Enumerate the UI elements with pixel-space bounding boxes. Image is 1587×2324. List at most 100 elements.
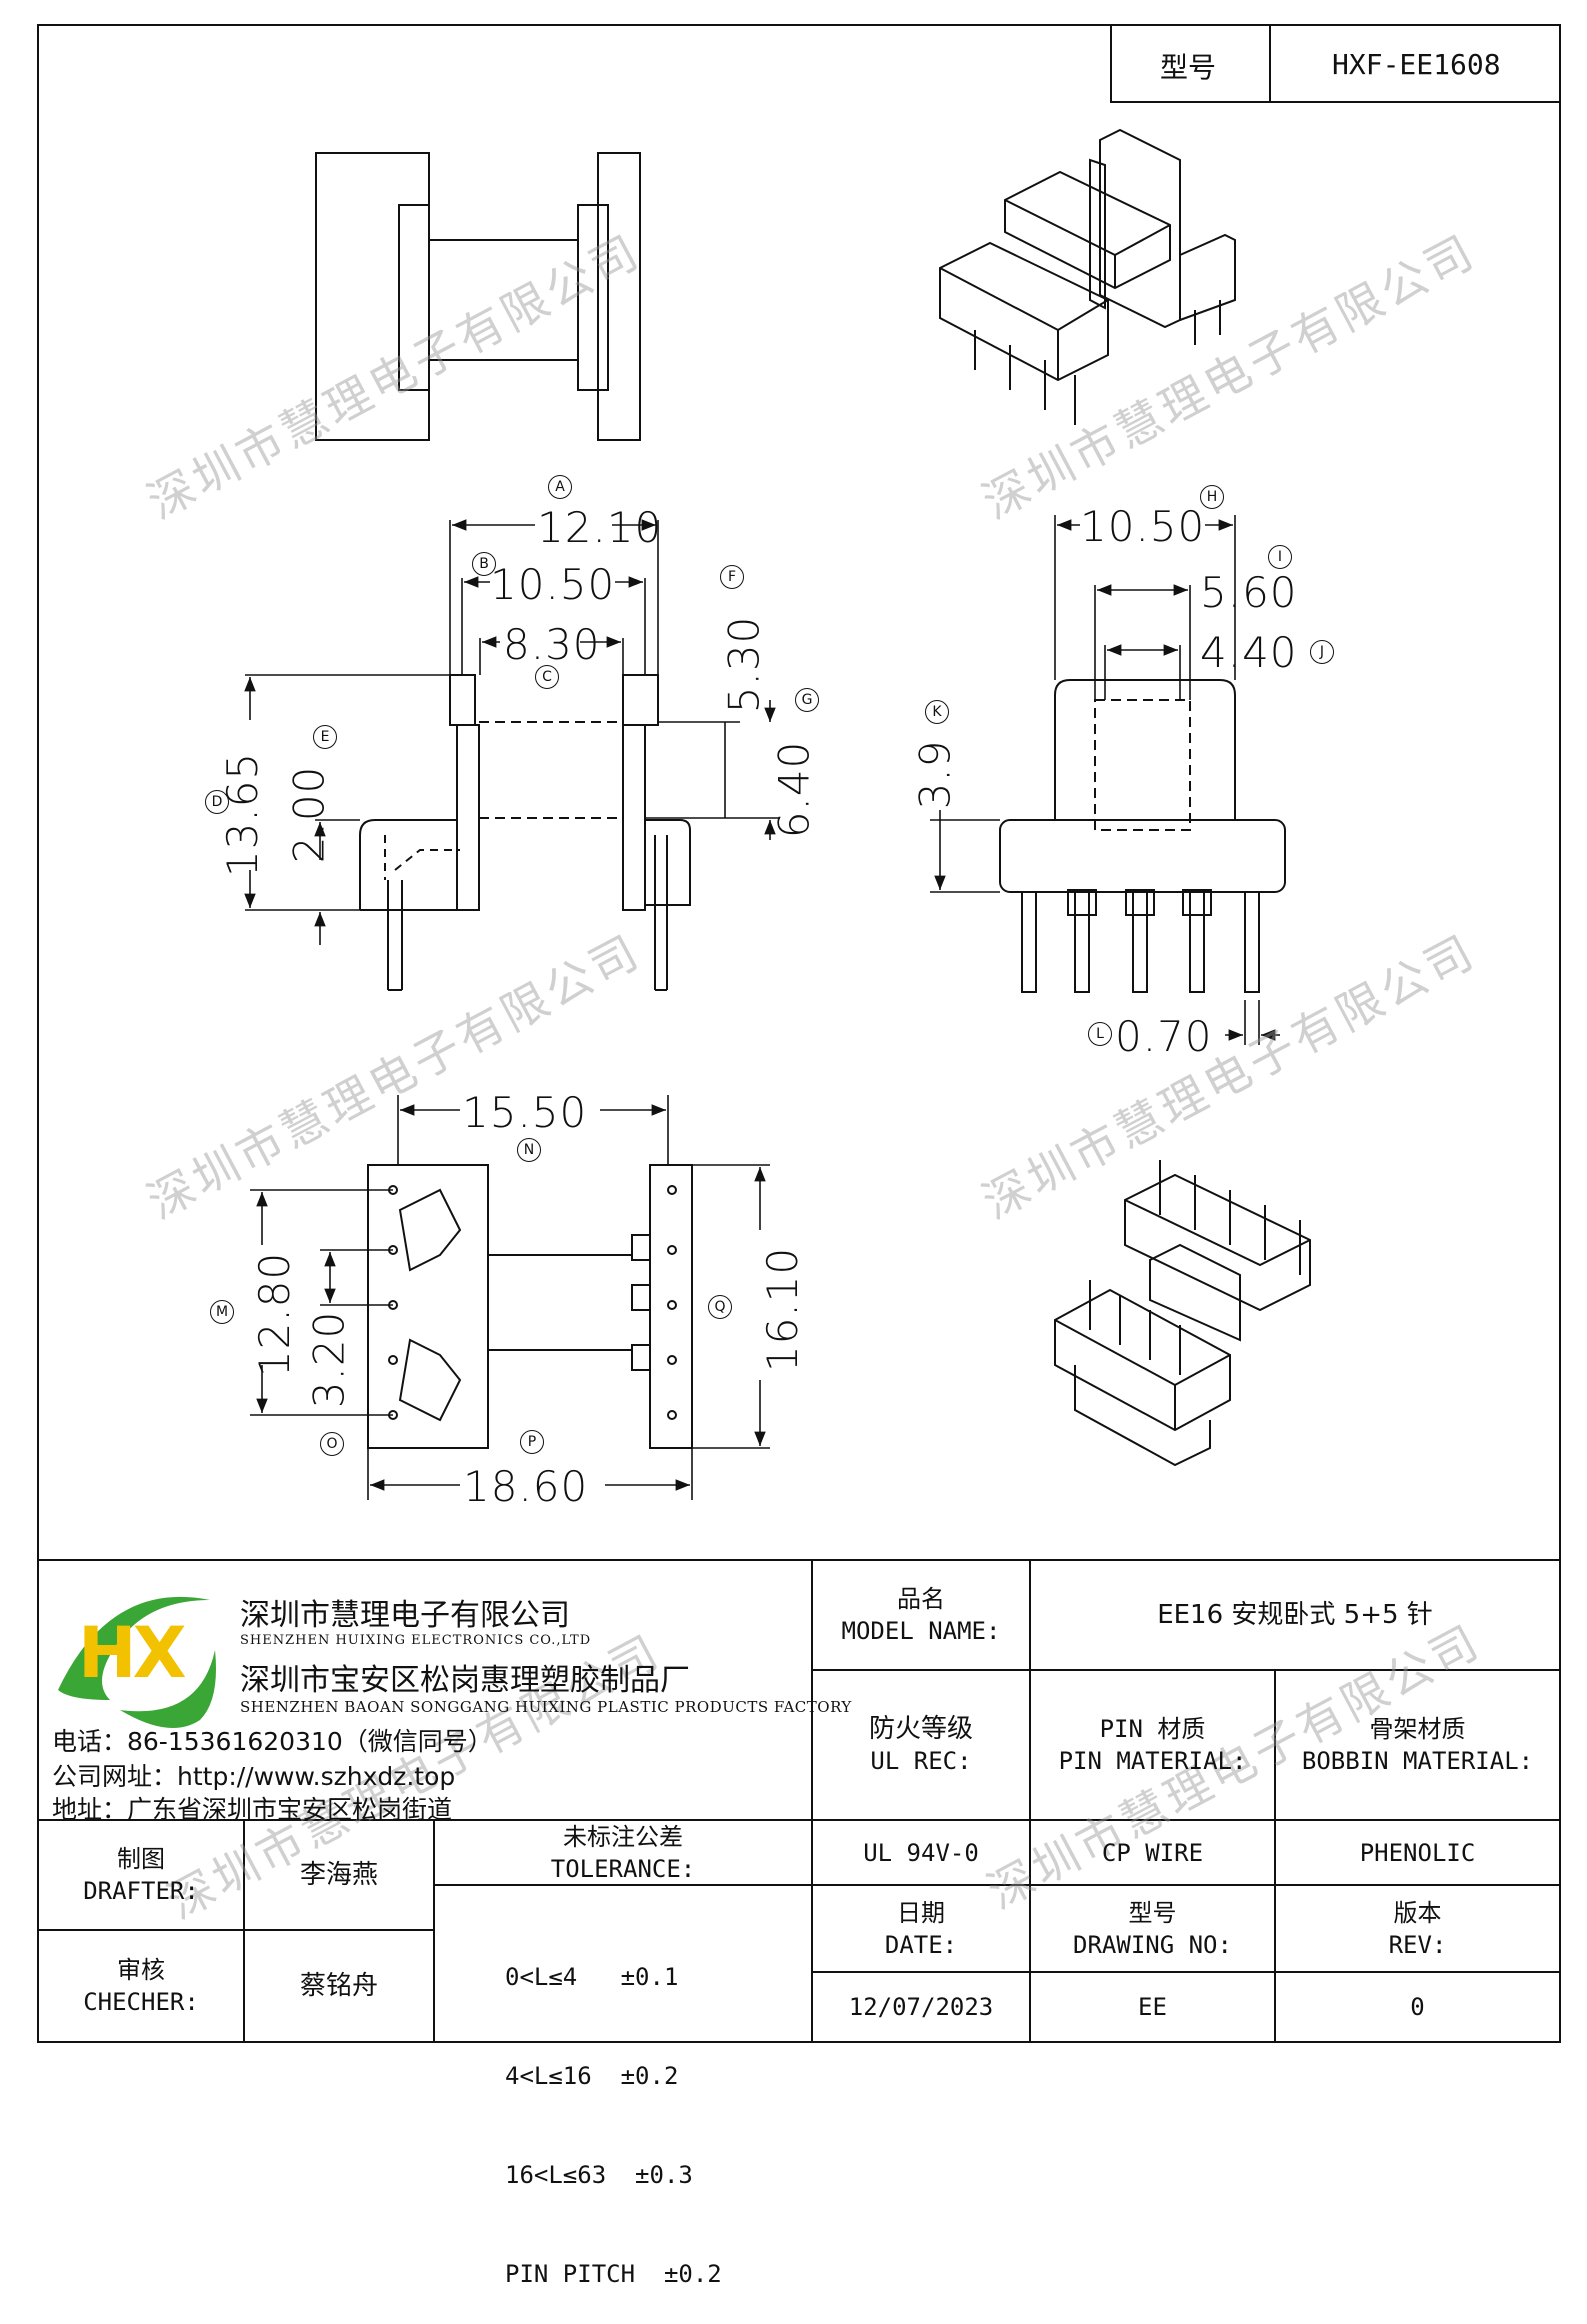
model-label: 型号 xyxy=(1160,51,1217,84)
ul-value: UL 94V-0 xyxy=(812,1820,1030,1885)
drafter-label-cn: 制图 xyxy=(117,1845,165,1873)
drawing-no-value: EE xyxy=(1030,1972,1275,2042)
dim-g-marker: G xyxy=(795,688,819,712)
tolerance-list: 0<L≤4 ±0.1 4<L≤16 ±0.2 16<L≤63 ±0.3 PIN … xyxy=(505,1895,722,2324)
side-view xyxy=(999,679,1286,993)
dim-p-marker: P xyxy=(520,1430,544,1454)
dim-m-value: 12.80 xyxy=(250,1251,300,1378)
drawing-sheet xyxy=(37,24,1561,2043)
tolerance-row: PIN PITCH ±0.2 xyxy=(505,2260,722,2288)
drafter-label-en: DRAFTER: xyxy=(83,1877,199,1905)
date-label-cell: 日期 DATE: xyxy=(812,1885,1030,1972)
ul-label-cell: 防火等级 UL REC: xyxy=(812,1670,1030,1820)
date-value: 12/07/2023 xyxy=(812,1972,1030,2042)
isometric-view-top xyxy=(939,128,1236,425)
dim-i-marker: I xyxy=(1268,545,1292,569)
drawing-no-label-en: DRAWING NO: xyxy=(1073,1930,1232,1959)
rev-label-en: REV: xyxy=(1388,1930,1447,1959)
checker-name-text: 蔡铭舟 xyxy=(299,1971,378,2001)
dim-a-marker: A xyxy=(548,475,572,499)
bobbin-label-cn: 骨架材质 xyxy=(1369,1715,1466,1743)
model-name-label-cn: 品名 xyxy=(897,1585,945,1613)
drafter-name: 李海燕 xyxy=(244,1820,434,1930)
dim-f-value: 5.30 xyxy=(719,615,769,714)
pin-value-text: CP WIRE xyxy=(1101,1838,1204,1867)
factory-name-en: SHENZHEN BAOAN SONGGANG HUIXING PLASTIC … xyxy=(240,1698,852,1716)
dim-e-marker: E xyxy=(313,725,337,749)
company-name-cn: 深圳市慧理电子有限公司 xyxy=(240,1598,570,1633)
company-website: 公司网址：http://www.szhxdz.top xyxy=(52,1762,456,1791)
model-value: HXF-EE1608 xyxy=(1332,48,1501,81)
dim-n-marker: N xyxy=(517,1138,541,1162)
dim-b-value: 10.50 xyxy=(490,560,616,609)
dim-o-value: 3.20 xyxy=(304,1310,354,1409)
dim-j-marker: J xyxy=(1310,640,1334,664)
model-name-label-cell: 品名 MODEL NAME: xyxy=(812,1560,1030,1670)
dim-l-value: 0.70 xyxy=(1115,1012,1213,1061)
bottom-view xyxy=(367,1164,693,1449)
checker-label-cn: 审核 xyxy=(117,1956,165,1984)
model-name-value-text: EE16 安规卧式 5+5 针 xyxy=(1157,1600,1433,1630)
dim-n-value: 15.50 xyxy=(462,1088,588,1137)
dim-k-marker: K xyxy=(925,700,949,724)
company-address: 地址：广东省深圳市宝安区松岗街道 xyxy=(52,1795,453,1824)
drawing-no-value-text: EE xyxy=(1138,1993,1167,2021)
tolerance-row: 16<L≤63 ±0.3 xyxy=(505,2161,693,2189)
dim-o-marker: O xyxy=(320,1432,344,1456)
top-view xyxy=(315,152,641,441)
rev-value: 0 xyxy=(1275,1972,1560,2042)
dim-q-marker: Q xyxy=(708,1295,732,1319)
dim-l-marker: L xyxy=(1088,1022,1112,1046)
company-phone: 电话：86-15361620310（微信同号） xyxy=(52,1727,493,1756)
drafter-label-cell: 制图 DRAFTER: xyxy=(38,1820,244,1930)
pin-label-en: PIN MATERIAL: xyxy=(1058,1747,1247,1775)
tolerance-row: 4<L≤16 ±0.2 xyxy=(505,2062,679,2090)
tolerance-label-en: TOLERANCE: xyxy=(550,1854,696,1883)
dim-f-marker: F xyxy=(720,565,744,589)
tolerance-row: 0<L≤4 ±0.1 xyxy=(505,1963,679,1991)
drawing-no-label-cn: 型号 xyxy=(1128,1898,1177,1927)
dim-d-value: 13.65 xyxy=(218,751,268,878)
bobbin-label-en: BOBBIN MATERIAL: xyxy=(1301,1747,1534,1775)
dim-c-value: 8.30 xyxy=(503,620,601,669)
ul-label-en: UL REC: xyxy=(870,1747,972,1775)
date-value-text: 12/07/2023 xyxy=(848,1993,994,2021)
rev-label-cn: 版本 xyxy=(1393,1898,1442,1927)
model-name-label-en: MODEL NAME: xyxy=(841,1617,1001,1645)
dim-g-value: 6.40 xyxy=(769,740,819,839)
date-label-en: DATE: xyxy=(884,1930,958,1959)
company-logo xyxy=(58,1596,216,1728)
tolerance-label-cell: 未标注公差 TOLERANCE: xyxy=(434,1820,812,1885)
rev-value-text: 0 xyxy=(1410,1993,1425,2021)
bobbin-value-text: PHENOLIC xyxy=(1359,1838,1476,1867)
isometric-view-bottom xyxy=(1054,1160,1311,1467)
dim-j-value: 4.40 xyxy=(1200,628,1298,677)
dim-c-marker: C xyxy=(535,665,559,689)
dim-b-marker: B xyxy=(472,552,496,576)
dim-k-value: 3.9 xyxy=(910,739,960,810)
dim-d-marker: D xyxy=(205,790,229,814)
bobbin-value: PHENOLIC xyxy=(1275,1820,1560,1885)
sheet-border xyxy=(37,24,1561,2043)
dim-a-value: 12.10 xyxy=(537,503,663,552)
ul-label-cn: 防火等级 xyxy=(868,1714,973,1744)
checker-label-en: CHECHER: xyxy=(83,1988,199,2016)
tolerance-label-cn: 未标注公差 xyxy=(563,1822,683,1851)
drawing-no-label-cell: 型号 DRAWING NO: xyxy=(1030,1885,1275,1972)
pin-label-cell: PIN 材质 PIN MATERIAL: xyxy=(1030,1670,1275,1820)
dim-i-value: 5.60 xyxy=(1200,568,1298,617)
pin-value: CP WIRE xyxy=(1030,1820,1275,1885)
drafter-name-text: 李海燕 xyxy=(299,1860,378,1890)
rev-label-cell: 版本 REV: xyxy=(1275,1885,1560,1972)
dimension-lines xyxy=(244,515,1280,1500)
dim-h-marker: H xyxy=(1200,485,1224,509)
bobbin-label-cell: 骨架材质 BOBBIN MATERIAL: xyxy=(1275,1670,1560,1820)
dim-m-marker: M xyxy=(210,1300,234,1324)
checker-name: 蔡铭舟 xyxy=(244,1930,434,2042)
logo-text: HX xyxy=(78,1612,187,1694)
model-name-value: EE16 安规卧式 5+5 针 xyxy=(1030,1560,1560,1670)
company-name-en: SHENZHEN HUIXING ELECTRONICS CO.,LTD xyxy=(240,1633,592,1648)
checker-label-cell: 审核 CHECHER: xyxy=(38,1930,244,2042)
ul-value-text: UL 94V-0 xyxy=(863,1838,979,1867)
dim-q-value: 16.10 xyxy=(758,1246,808,1373)
